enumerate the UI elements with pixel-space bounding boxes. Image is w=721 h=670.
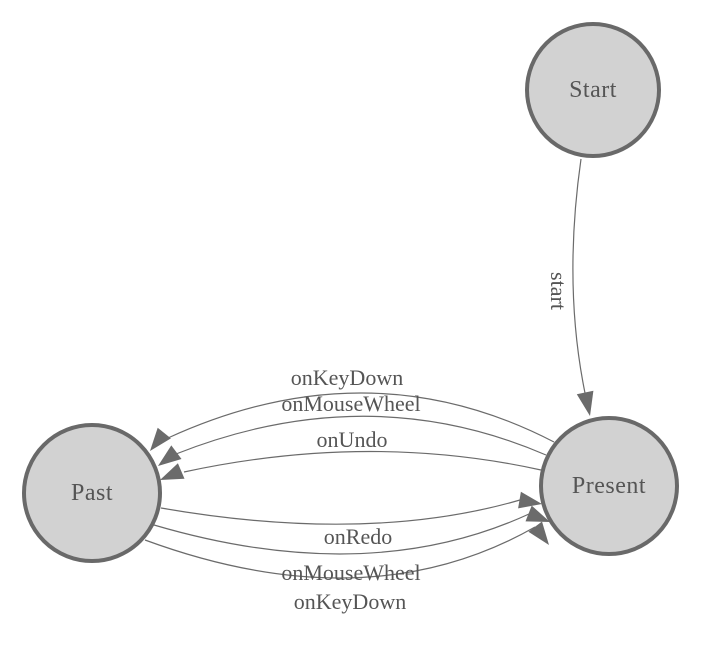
arrowhead-icon: [528, 521, 549, 545]
edge-curve: [160, 499, 521, 525]
edge-curve: [175, 415, 547, 456]
edge-start-to-present: [572, 158, 594, 416]
node-present[interactable]: Present: [539, 416, 679, 556]
edge-present-to-past-onmousewheel: [158, 415, 547, 466]
arrowhead-icon: [158, 445, 182, 466]
node-past-label: Past: [70, 479, 113, 506]
edge-past-to-present-onmousewheel: [153, 505, 550, 555]
edge-label-onmousewheel-top: onMouseWheel: [281, 391, 421, 416]
edge-label-onundo: onUndo: [316, 427, 388, 452]
edge-curve: [572, 158, 586, 394]
node-start[interactable]: Start: [525, 22, 661, 158]
edge-curve: [167, 392, 555, 443]
edge-curve: [144, 526, 536, 579]
arrowhead-icon: [150, 427, 171, 451]
edge-present-to-past-onundo: [160, 450, 542, 480]
arrowhead-icon: [518, 491, 542, 509]
edge-label-onredo: onRedo: [323, 524, 393, 549]
arrowhead-icon: [525, 505, 550, 522]
edge-label-onmousewheel-bottom: onMouseWheel: [281, 560, 421, 585]
edge-label-onkeydown-top: onKeyDown: [290, 365, 404, 390]
node-start-label: Start: [569, 76, 617, 103]
edge-label-onkeydown-bottom: onKeyDown: [293, 589, 407, 614]
edge-past-to-present-onkeydown: [144, 521, 549, 579]
arrowhead-icon: [160, 463, 185, 480]
edge-present-to-past-onkeydown: [150, 392, 555, 451]
edge-past-to-present-onredo: [160, 491, 542, 525]
edge-curve: [183, 450, 542, 473]
node-present-label: Present: [571, 472, 647, 499]
edge-curve: [153, 513, 530, 555]
arrowhead-icon: [576, 390, 594, 416]
edge-label-start: start: [546, 272, 571, 310]
node-past[interactable]: Past: [22, 423, 162, 563]
